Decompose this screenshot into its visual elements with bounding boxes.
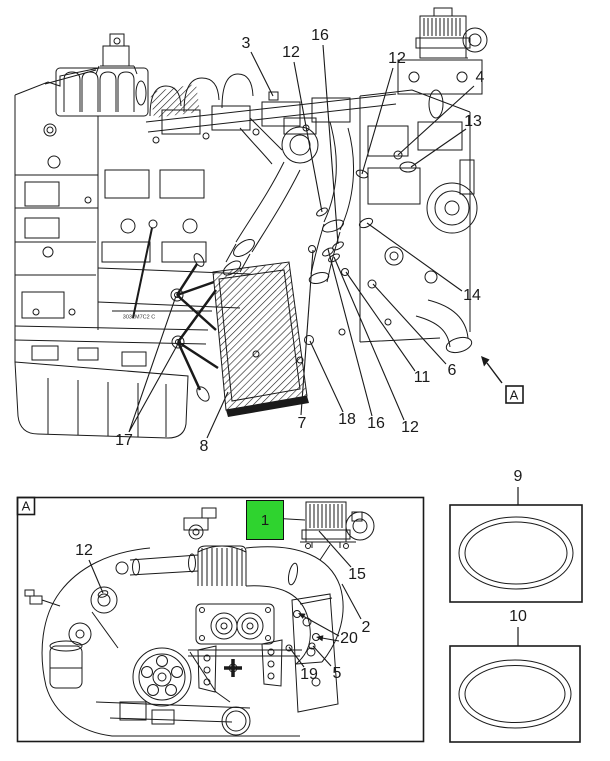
detail-reference-marker: [481, 356, 524, 404]
oring-10-illustration: [458, 659, 572, 729]
callout-12-a: 12: [282, 44, 300, 61]
callout-14: 14: [463, 287, 481, 304]
callout-13: 13: [464, 113, 482, 130]
oring-9-illustration: [458, 516, 574, 590]
detail-view-leader-lines: [88, 517, 362, 668]
callout-5: 5: [332, 665, 342, 682]
callout-18: 18: [338, 411, 356, 428]
callout-1: 1: [260, 511, 270, 529]
egr-valve-detail: [300, 501, 375, 549]
engine-front-illustration: [24, 501, 375, 737]
detail-view-frame: [16, 496, 425, 743]
egr-valve-assembly: [397, 7, 488, 119]
breather-assembly: [44, 33, 138, 85]
callout-12-detail: 12: [75, 542, 93, 559]
callout-10: 10: [509, 608, 527, 625]
callout-6: 6: [447, 362, 457, 379]
callout-7: 7: [297, 415, 307, 432]
callout-12-b: 12: [388, 50, 406, 67]
callout-12-c: 12: [401, 419, 419, 436]
callout-3: 3: [241, 35, 251, 52]
callout-15: 15: [348, 566, 366, 583]
callout-19: 19: [300, 666, 318, 683]
callout-4: 4: [475, 69, 485, 86]
main-view-leader-lines: [128, 44, 475, 439]
callout-9: 9: [513, 468, 523, 485]
oil-pan: [14, 310, 304, 439]
seal-10-view: [449, 627, 581, 743]
dipstick: [132, 219, 158, 319]
callout-2: 2: [361, 619, 371, 636]
callout-17: 17: [115, 432, 133, 449]
ref-label-a-main: A: [509, 387, 519, 403]
callout-16-b: 16: [367, 415, 385, 432]
engine-side-illustration: [14, 7, 488, 439]
highlighted-callout-1[interactable]: 1: [246, 500, 284, 540]
callout-20: 20: [340, 630, 358, 647]
water-pump-pulley: [132, 647, 192, 707]
intake-manifold: [55, 67, 254, 118]
callout-8: 8: [199, 438, 209, 455]
cylinder-block-left: [14, 67, 100, 362]
callout-11: 11: [413, 369, 431, 386]
callout-16-a: 16: [311, 27, 329, 44]
ref-label-a-detail: A: [21, 498, 31, 514]
egr-cooler: [170, 253, 309, 417]
engine-plate-code: 3032M7C2 C: [122, 314, 156, 321]
front-cover-right: [338, 89, 478, 354]
seal-9-view: [449, 487, 583, 603]
